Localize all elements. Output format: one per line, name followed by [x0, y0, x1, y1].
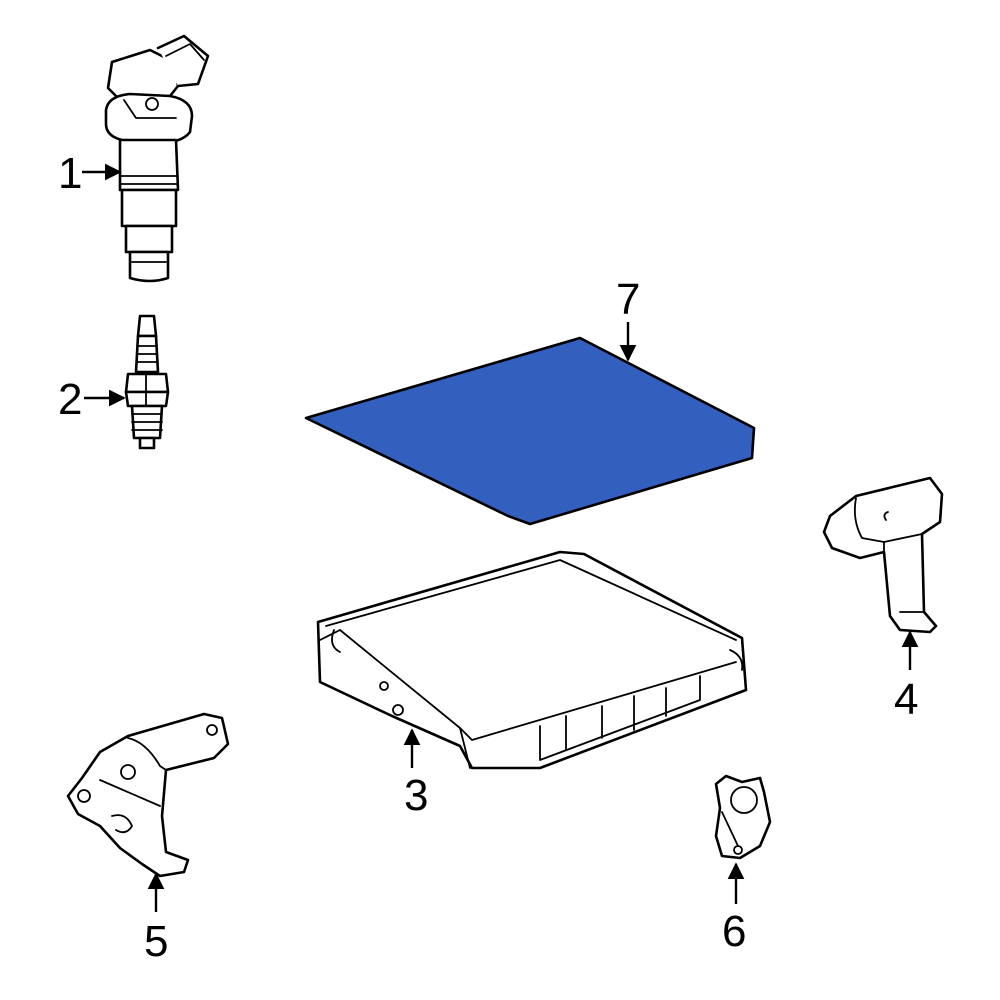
- small-bracket-part[interactable]: [714, 774, 772, 860]
- bracket-right-part[interactable]: [822, 476, 944, 634]
- ecm-part[interactable]: [316, 550, 748, 770]
- callout-5: 5: [144, 917, 168, 966]
- cover-part[interactable]: [304, 336, 756, 526]
- callout-3: 3: [404, 771, 428, 820]
- callout-arrows: [82, 163, 919, 912]
- callout-2: 2: [58, 375, 82, 424]
- bracket-left-part[interactable]: [66, 712, 230, 878]
- callout-6: 6: [722, 907, 746, 956]
- callout-1: 1: [58, 149, 82, 198]
- callout-7: 7: [616, 275, 640, 324]
- ignition-coil-part[interactable]: [104, 34, 210, 283]
- spark-plug-part[interactable]: [124, 314, 170, 450]
- callout-4: 4: [894, 675, 918, 724]
